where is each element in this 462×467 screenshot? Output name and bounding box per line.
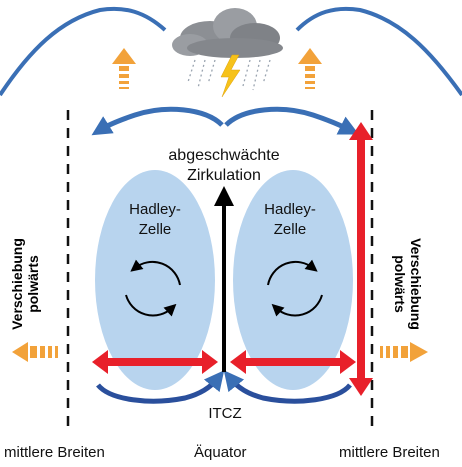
upper-flow-left	[91, 106, 224, 136]
right-cell-label-line2: Zelle	[273, 221, 307, 238]
right-cell-label-line1: Hadley-	[264, 201, 316, 218]
rotation-arrow-left	[125, 259, 181, 317]
center-label-line2: Zirkulation	[187, 167, 261, 184]
jet-stream-right	[295, 6, 462, 97]
poleward-uplift-arrow-right	[298, 48, 322, 89]
upper-flow-right	[224, 106, 359, 135]
bottom-right-label: mittlere Breiten	[339, 444, 440, 461]
left-side-label-line2: polwärts	[25, 255, 41, 313]
expansion-arrow-left	[92, 350, 218, 374]
hadley-cell-right	[233, 170, 353, 390]
bottom-left-label: mittlere Breiten	[4, 444, 105, 461]
expansion-arrow-right	[230, 350, 356, 374]
storm-cloud-icon	[172, 8, 283, 91]
right-cell-label: Hadley- Zelle	[255, 200, 325, 240]
left-side-label-line1: Verschiebung	[9, 238, 25, 330]
center-label: abgeschwächte Zirkulation	[137, 146, 311, 186]
poleward-shift-arrow-right	[380, 342, 428, 362]
poleward-uplift-arrow-left	[112, 48, 136, 89]
lower-flow-right	[223, 370, 352, 404]
left-cell-label: Hadley- Zelle	[120, 200, 190, 240]
right-side-label: Verschiebung polwärts	[388, 230, 424, 338]
right-side-label-line2: polwärts	[392, 255, 408, 313]
jet-stream-left	[0, 6, 167, 97]
lower-flow-left	[96, 370, 225, 404]
left-cell-label-line2: Zelle	[138, 221, 172, 238]
left-side-label: Verschiebung polwärts	[9, 230, 45, 338]
right-side-label-line1: Verschiebung	[408, 238, 424, 330]
hadley-cell-left	[95, 170, 215, 390]
itcz-label: ITCZ	[208, 405, 242, 422]
poleward-shift-arrow-left	[12, 342, 58, 362]
lightning-bolt-icon	[220, 54, 241, 98]
expansion-arrow-vertical	[349, 122, 373, 396]
left-cell-label-line1: Hadley-	[129, 201, 181, 218]
center-label-line1: abgeschwächte	[168, 147, 280, 164]
bottom-center-label: Äquator	[194, 444, 247, 461]
rotation-arrow-right	[267, 259, 323, 317]
